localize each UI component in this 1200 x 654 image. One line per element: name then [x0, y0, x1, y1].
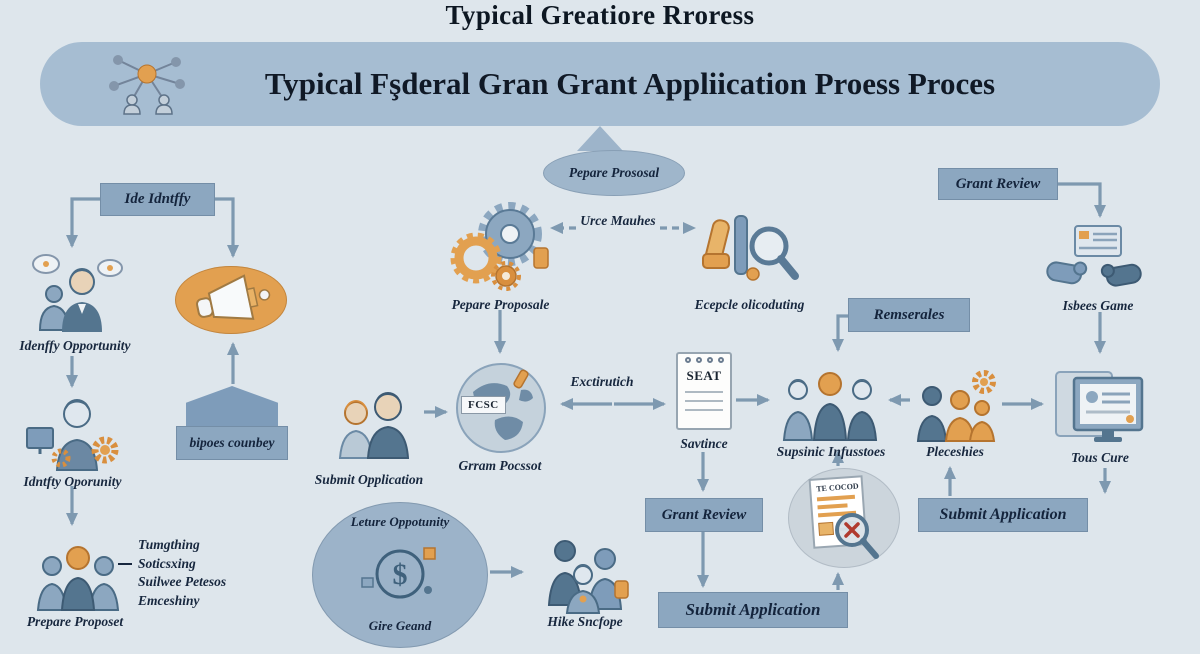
- svg-text:$: $: [393, 558, 408, 591]
- fcsc-tag: FCSC: [461, 396, 506, 414]
- gears-label: Pepare Proposale: [451, 297, 550, 312]
- leture-caption: Gire Geand: [368, 618, 432, 633]
- leture-title: Leture Oppotunity: [350, 514, 450, 529]
- note-line-4: Emceshiny: [138, 592, 200, 608]
- note-line-3: Suilwee Petesos: [138, 574, 227, 589]
- submit-application-box-right: Submit Application: [918, 498, 1088, 532]
- exchange-label: Exctirutich: [570, 374, 634, 389]
- identify-people-icon: [28, 250, 128, 335]
- prepare-proposal-ellipse-label: Pepare Prososal: [568, 165, 660, 180]
- tools-magnifier-icon: [695, 208, 805, 293]
- prepare-proposal-ellipse: Pepare Prososal: [543, 150, 685, 196]
- megaphone-icon: [175, 266, 287, 334]
- idntfty-label: Idntfty Oporunity: [23, 474, 122, 489]
- remserales-box: Remserales: [848, 298, 970, 332]
- grant-review-box-center: Grant Review: [645, 498, 763, 532]
- document-header-text: TE COCOD: [816, 481, 859, 493]
- note-line-2: Soticsxing: [118, 556, 196, 571]
- notepad-text: SEAT: [686, 368, 722, 383]
- hike-people-icon: [535, 535, 635, 615]
- notepad-rings: [678, 354, 730, 363]
- notepad-icon: SEAT: [676, 352, 732, 430]
- page-title: Typical Greatiore Rroress: [445, 0, 755, 30]
- notepad-label: Savtince: [680, 436, 728, 451]
- dash-icon: [118, 563, 132, 566]
- supsinic-label: Supsinic Infusstoes: [776, 444, 886, 459]
- house-pentagon-icon: [186, 386, 278, 428]
- monitor-label: Tous Cure: [1071, 450, 1129, 465]
- identify-opportunity-label: Idenffy Opportunity: [19, 338, 131, 353]
- notes-text: Tumgthing Soticsxing Suilwee Petesos Emc…: [118, 536, 248, 610]
- urce-mauhes-label: Urce Mauhes: [580, 213, 656, 228]
- leture-ellipse: Leture Oppotunity $ Gire Geand: [312, 502, 488, 648]
- grant-money-icon: $: [358, 542, 442, 606]
- globe-icon: FCSC: [455, 362, 547, 454]
- globe-label: Grram Pocssot: [458, 458, 542, 473]
- hands-card-icon: [1045, 222, 1145, 294]
- grant-review-box-top: Grant Review: [938, 168, 1058, 200]
- submit-opplication-label: Submit Opplication: [314, 472, 424, 487]
- title-banner: Typical Fşderal Gran Grant Appliication …: [40, 42, 1160, 126]
- prepare-proposet-label: Prepare Proposet: [26, 614, 124, 629]
- hike-label: Hike Sncfope: [547, 614, 623, 629]
- tools-label: Ecepcle olicoduting: [694, 297, 805, 312]
- document-magnifier-icon: TE COCOD: [788, 468, 900, 568]
- identify-box: Ide Idntffy: [100, 183, 215, 216]
- pleceshies-people-icon: [912, 368, 1000, 443]
- monitor-icon: [1052, 362, 1147, 447]
- submit-people-icon: [328, 385, 420, 460]
- submit-application-box-bottom: Submit Application: [658, 592, 848, 628]
- note-line-1: Tumgthing: [138, 537, 200, 552]
- pleceshies-label: Pleceshies: [926, 444, 984, 459]
- bipoes-box: bipoes counbey: [176, 426, 288, 460]
- supsinic-people-icon: [778, 360, 883, 442]
- banner-title: Typical Fşderal Gran Grant Appliication …: [264, 66, 996, 101]
- person-gear-icon: [25, 392, 125, 472]
- network-people-icon: [102, 50, 192, 118]
- hands-label: Isbees Game: [1062, 298, 1134, 313]
- banner-pointer-triangle: [577, 126, 623, 151]
- gears-icon: [448, 196, 553, 296]
- prepare-group-icon: [28, 532, 128, 612]
